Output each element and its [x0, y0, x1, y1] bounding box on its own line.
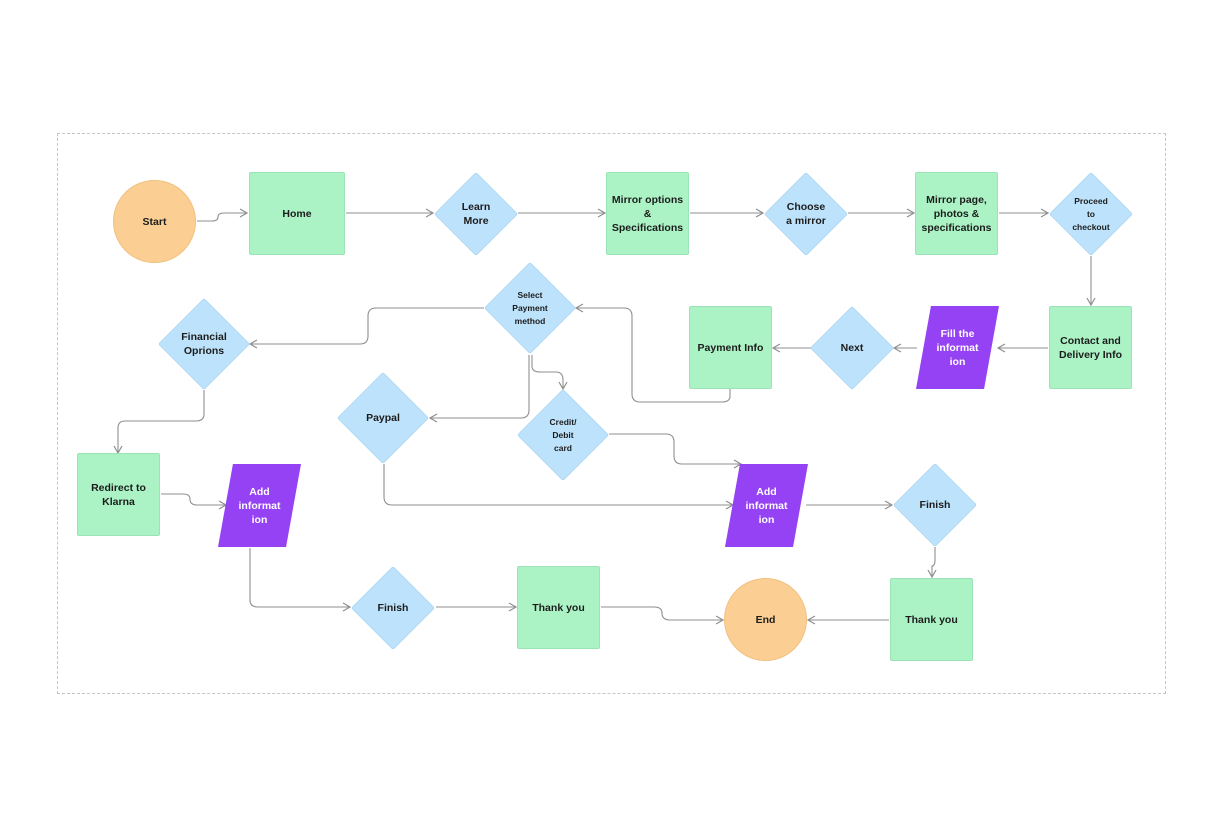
- node-contact-delivery: Contact and Delivery Info: [1049, 306, 1132, 389]
- node-thank-you-right: Thank you: [890, 578, 973, 661]
- node-mirror-page-label: Mirror page, photos & specifications: [921, 193, 992, 234]
- node-thank-you-mid-label: Thank you: [532, 601, 585, 614]
- node-thank-you-right-label: Thank you: [905, 613, 958, 626]
- node-mirror-page: Mirror page, photos & specifications: [915, 172, 998, 255]
- node-home: Home: [249, 172, 345, 255]
- node-financial-options-label: Financial Oprions: [181, 331, 227, 357]
- node-add-info-mid: Add informat ion: [725, 464, 808, 547]
- edge-select-paypal: [428, 355, 530, 423]
- node-paypal: Paypal: [337, 372, 429, 464]
- node-finish-right-label: Finish: [919, 499, 951, 511]
- node-redirect-klarna-label: Redirect to Klarna: [91, 481, 146, 508]
- edge-financial-redirect: [113, 390, 205, 455]
- node-mirror-options: Mirror options & Specifications: [606, 172, 689, 255]
- node-credit-debit: Credit/ Debit card: [517, 389, 609, 481]
- node-finish-bottom: Finish: [351, 566, 435, 650]
- node-start: Start: [113, 180, 196, 263]
- node-contact-delivery-label: Contact and Delivery Info: [1058, 334, 1123, 361]
- node-financial-options: Financial Oprions: [158, 298, 250, 390]
- node-select-payment-label: Select Payment method: [512, 289, 548, 326]
- node-select-payment: Select Payment method: [484, 262, 576, 354]
- edge-start-home: [197, 208, 249, 222]
- node-choose-mirror-label: Choose a mirror: [786, 201, 826, 227]
- node-finish-right: Finish: [893, 463, 977, 547]
- edge-addinfo-finishbottom: [249, 548, 352, 612]
- node-next: Next: [810, 306, 894, 390]
- node-paypal-label: Paypal: [366, 412, 400, 424]
- node-add-info-left: Add informat ion: [218, 464, 301, 547]
- edge-credit-addinfo: [609, 433, 743, 469]
- node-payment-info: Payment Info: [689, 306, 772, 389]
- node-learn-more-label: Learn More: [461, 201, 491, 227]
- edge-select-financial: [248, 307, 484, 349]
- edge-thankyou-end-mid: [601, 606, 725, 625]
- node-fill-info-label: Fill the informat ion: [936, 327, 979, 368]
- node-end-label: End: [755, 613, 776, 626]
- edge-paymentinfo-select: [574, 303, 731, 403]
- edge-finish-thankyou: [927, 547, 937, 579]
- node-home-label: Home: [282, 207, 312, 220]
- node-add-info-mid-label: Add informat ion: [745, 485, 788, 526]
- node-mirror-options-label: Mirror options & Specifications: [611, 193, 684, 234]
- node-proceed-checkout: Proceed to checkout: [1049, 172, 1133, 256]
- node-end: End: [724, 578, 807, 661]
- node-thank-you-mid: Thank you: [517, 566, 600, 649]
- node-finish-bottom-label: Finish: [377, 602, 409, 614]
- diagram-frame: [57, 133, 1166, 694]
- node-credit-debit-label: Credit/ Debit card: [549, 416, 577, 453]
- edge-redirect-addinfo: [161, 493, 228, 510]
- edge-paypal-addinfo: [383, 464, 735, 510]
- node-proceed-checkout-label: Proceed to checkout: [1072, 195, 1110, 232]
- node-choose-mirror: Choose a mirror: [764, 172, 848, 256]
- node-payment-info-label: Payment Info: [697, 341, 764, 354]
- node-start-label: Start: [142, 215, 167, 228]
- node-next-label: Next: [840, 342, 864, 354]
- node-learn-more: Learn More: [434, 172, 518, 256]
- node-redirect-klarna: Redirect to Klarna: [77, 453, 160, 536]
- node-fill-info: Fill the informat ion: [916, 306, 999, 389]
- node-add-info-left-label: Add informat ion: [238, 485, 281, 526]
- edge-select-credit: [531, 355, 568, 391]
